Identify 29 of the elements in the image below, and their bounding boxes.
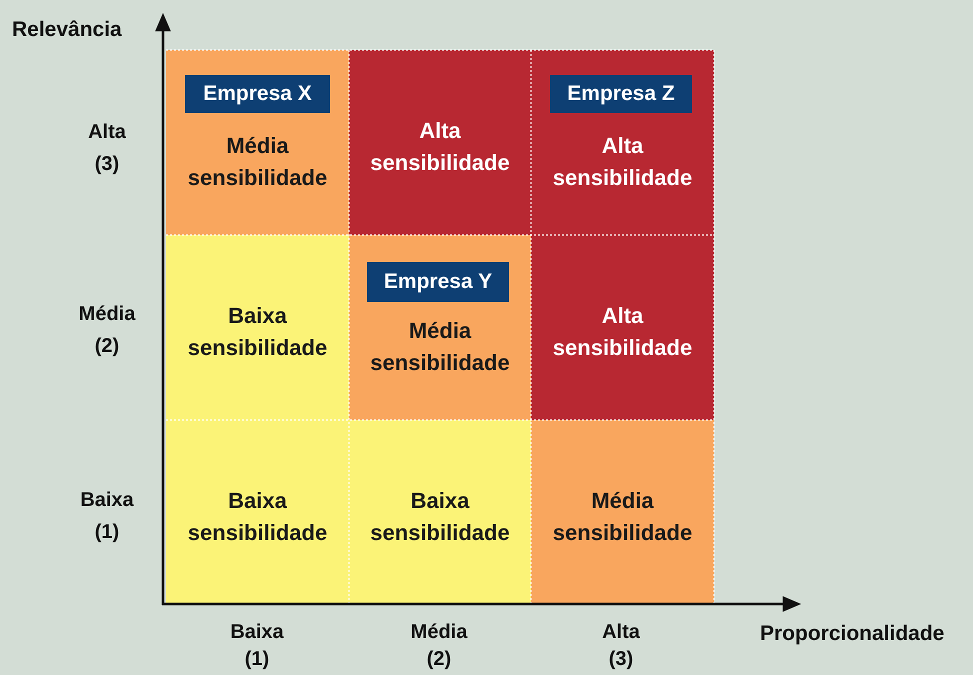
sensitivity-label: Média sensibilidade <box>186 132 328 192</box>
company-tag: Empresa Y <box>367 262 509 302</box>
sensitivity-label: Baixa sensibilidade <box>369 487 511 547</box>
axis-tick-label: Média (2) <box>78 302 136 359</box>
sensitivity-label: Alta sensibilidade <box>552 302 694 362</box>
matrix-cell <box>531 235 714 420</box>
axis-title: Relevância <box>12 17 123 43</box>
matrix-cell <box>531 420 714 604</box>
matrix-cell <box>349 50 531 235</box>
axis-title: Proporcionalidade <box>760 621 946 647</box>
company-tag: Empresa X <box>185 75 330 113</box>
matrix-cell <box>349 420 531 604</box>
matrix-cell <box>166 50 349 235</box>
matrix-cell <box>166 235 349 420</box>
sensitivity-label: Média sensibilidade <box>552 487 694 547</box>
sensitivity-label: Alta sensibilidade <box>552 132 694 192</box>
axis-tick-label: Alta (3) <box>601 620 641 672</box>
axis-tick-label: Baixa (1) <box>229 620 285 672</box>
sensitivity-label: Baixa sensibilidade <box>186 302 328 362</box>
axis-tick-label: Baixa (1) <box>79 488 135 545</box>
sensitivity-label: Alta sensibilidade <box>369 117 511 177</box>
company-tag: Empresa Z <box>550 75 692 113</box>
axis-tick-label: Média (2) <box>410 620 468 672</box>
axis-tick-label: Alta (3) <box>87 120 127 177</box>
sensitivity-label: Baixa sensibilidade <box>186 487 328 547</box>
matrix-cell <box>531 50 714 235</box>
sensitivity-label: Média sensibilidade <box>369 317 511 377</box>
matrix-cell <box>349 235 531 420</box>
matrix-cell <box>166 420 349 604</box>
